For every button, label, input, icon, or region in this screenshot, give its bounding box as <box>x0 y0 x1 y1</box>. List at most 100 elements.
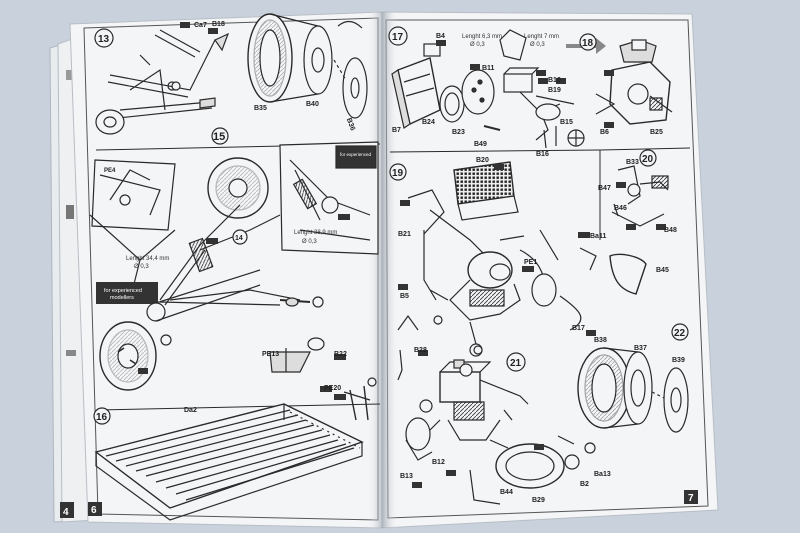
step-number-21: 21 <box>510 358 522 369</box>
step-ref-19 <box>419 399 433 413</box>
step-15-parts <box>269 337 377 421</box>
label-pe1: PE1 <box>524 259 537 266</box>
label-b2: B2 <box>580 481 589 488</box>
step-badge-14 <box>232 229 248 245</box>
step-number-20: 20 <box>642 154 654 165</box>
right-page-code-badges <box>398 40 666 488</box>
step-number-18: 18 <box>582 38 594 49</box>
label-b19: B19 <box>548 87 561 94</box>
right-page-number: 7 <box>688 493 694 504</box>
note-diameter-a: Ø 0,3 <box>134 264 149 270</box>
label-pe4: PE4 <box>104 168 116 174</box>
right-page-number-box <box>684 490 698 504</box>
label-b44: B44 <box>500 489 513 496</box>
label-b5: B5 <box>400 293 409 300</box>
left-page-drawings <box>89 13 381 521</box>
experienced-label-2: modellers <box>110 295 134 301</box>
step-number-17: 17 <box>392 32 404 43</box>
label-b37: B37 <box>634 345 647 352</box>
right-page-text: 17 18 19 20 21 22 B4 B7 B24 B23 B49 B11 … <box>392 32 686 504</box>
note-diameter-b: Ø 0,3 <box>302 239 317 245</box>
label-b36: B36 <box>345 117 356 132</box>
note-length-b: Lenght 7 mm <box>524 34 559 40</box>
label-b7: B7 <box>392 127 401 134</box>
label-b12: B12 <box>432 459 445 466</box>
step-13-wheel-exploded <box>247 13 368 119</box>
label-b29: B29 <box>532 497 545 504</box>
experienced-label-1: for experienced <box>104 288 142 294</box>
step-22-wheel <box>577 347 689 433</box>
step-number-19: 19 <box>392 168 404 179</box>
note-length-a: Lenght 6,3 mm <box>462 34 502 40</box>
label-b33: B33 <box>626 159 639 166</box>
label-b40: B40 <box>306 101 319 108</box>
step-number-14: 14 <box>235 235 243 242</box>
label-b47: B47 <box>598 185 611 192</box>
step-18-assembled <box>595 39 673 125</box>
step-badge-16 <box>93 407 111 425</box>
step-number-16: 16 <box>96 412 108 423</box>
step-badge-20 <box>639 149 657 167</box>
step-number-13: 13 <box>98 34 110 45</box>
label-pe20: PE20 <box>324 385 341 392</box>
step-21-assembly <box>405 359 596 505</box>
step-badge-21 <box>506 352 526 372</box>
label-b23: B23 <box>452 129 465 136</box>
step-19-assembly <box>397 161 597 381</box>
step-number-22: 22 <box>674 328 686 339</box>
experienced-corner: for experienced <box>340 152 372 157</box>
label-b11: B11 <box>482 65 495 72</box>
step-20-assembly <box>609 165 669 295</box>
label-b45: B45 <box>656 267 669 274</box>
label-b24: B24 <box>422 119 435 126</box>
step-13-tow-bar-assembly <box>95 29 230 135</box>
step-17-assembly <box>391 29 585 149</box>
step-ref-14 <box>160 334 172 346</box>
underlying-page-number: 4 <box>63 507 69 518</box>
step-ref-18 <box>473 345 483 355</box>
left-page-number-box <box>88 502 102 516</box>
right-page-drawings <box>388 26 691 505</box>
step-badge-15 <box>211 127 229 145</box>
note-diameter-a: Ø 0,3 <box>470 42 485 48</box>
step-ref-15 <box>312 296 324 308</box>
label-b21: B21 <box>398 231 411 238</box>
label-ba13: Ba13 <box>594 471 611 478</box>
label-b38: B38 <box>594 337 607 344</box>
label-da2: Da2 <box>184 407 197 414</box>
step-badge-13 <box>94 28 114 48</box>
label-b49: B49 <box>474 141 487 148</box>
label-b17: B17 <box>572 325 585 332</box>
label-b25: B25 <box>650 129 663 136</box>
note-diameter-b: Ø 0,3 <box>530 42 545 48</box>
label-b18: B18 <box>212 21 225 28</box>
step-15-inset <box>279 141 379 255</box>
left-page-code-badges <box>138 22 350 400</box>
note-length-b: Lenght 38,9 mm <box>294 230 337 236</box>
note-length-a: Lenght 34,4 mm <box>126 256 169 262</box>
label-pe13: PE13 <box>262 351 279 358</box>
label-ba11: Ba11 <box>590 233 606 240</box>
label-b16: B16 <box>536 151 549 158</box>
step-16-deck <box>94 403 364 521</box>
experienced-badge <box>96 282 158 304</box>
label-b4: B4 <box>436 33 445 40</box>
step-badge-17 <box>388 26 408 46</box>
label-b13: B13 <box>400 473 413 480</box>
label-b6: B6 <box>600 129 609 136</box>
label-b20: B20 <box>476 157 489 164</box>
label-b39: B39 <box>672 357 685 364</box>
label-b22: B22 <box>334 351 347 358</box>
label-b10: B10 <box>548 77 561 84</box>
left-page-number: 6 <box>91 505 97 516</box>
label-b15: B15 <box>560 119 573 126</box>
label-b48: B48 <box>664 227 677 234</box>
label-b35: B35 <box>254 105 267 112</box>
step-badge-19 <box>389 163 407 181</box>
label-ca7: Ca7 <box>194 22 207 29</box>
step-badge-18 <box>579 33 597 51</box>
step-number-15: 15 <box>213 131 225 143</box>
step-badge-22 <box>671 323 689 341</box>
spine-shadow <box>368 12 398 528</box>
